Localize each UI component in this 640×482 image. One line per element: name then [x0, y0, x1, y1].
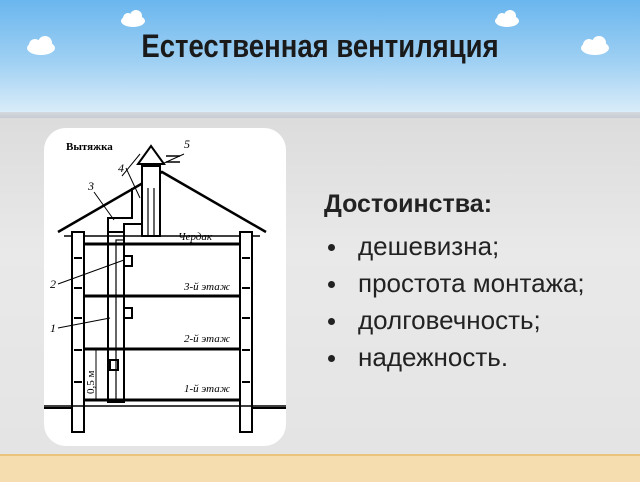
header-background — [0, 0, 640, 112]
advantages-list: дешевизна; простота монтажа; долговечнос… — [326, 232, 626, 380]
bullet-icon — [328, 355, 335, 362]
bullet-icon — [328, 318, 335, 325]
label-exhaust: Вытяжка — [66, 141, 113, 153]
list-item: простота монтажа; — [326, 269, 626, 298]
ventilation-diagram: Вытяжка 5 4 3 2 1 Чердак 3-й этаж 2-й эт… — [44, 128, 286, 446]
list-item-text: дешевизна; — [358, 231, 500, 261]
advantages-heading: Достоинства: — [324, 190, 493, 218]
list-item: надежность. — [326, 343, 626, 372]
list-item-text: простота монтажа; — [358, 268, 585, 298]
cloud-icon — [495, 10, 519, 27]
list-item: долговечность; — [326, 306, 626, 335]
label-floor-2: 2-й этаж — [184, 333, 231, 345]
list-item-text: надежность. — [358, 342, 509, 372]
list-item: дешевизна; — [326, 232, 626, 261]
bullet-icon — [328, 281, 335, 288]
cloud-icon — [121, 10, 145, 27]
bullet-icon — [328, 244, 335, 251]
label-4: 4 — [118, 161, 124, 175]
list-item-text: долговечность; — [358, 305, 541, 335]
label-floor-1: 1-й этаж — [184, 383, 231, 395]
label-2: 2 — [50, 277, 56, 291]
house-section-drawing: Вытяжка 5 4 3 2 1 Чердак 3-й этаж 2-й эт… — [44, 137, 286, 433]
divider-band — [0, 112, 640, 118]
label-height: 0,5 м — [85, 371, 97, 395]
label-5: 5 — [184, 137, 190, 151]
cloud-icon — [27, 36, 55, 55]
label-floor-3: 3-й этаж — [183, 281, 231, 293]
cloud-icon — [581, 36, 609, 55]
footer-bar — [0, 454, 640, 482]
label-1: 1 — [50, 321, 56, 335]
label-attic: Чердак — [178, 231, 213, 243]
slide-title: Естественная вентиляция — [141, 28, 499, 64]
label-3: 3 — [87, 179, 94, 193]
